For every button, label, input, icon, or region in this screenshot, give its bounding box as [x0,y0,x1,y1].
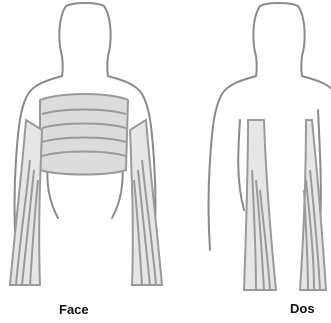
back-view-label: Dos [290,302,315,315]
front-view-figure [10,3,162,285]
front-view-label: Face [59,303,89,316]
back-left-strips [244,120,276,290]
back-view-figure [209,3,331,290]
front-chest-wrap [40,94,128,175]
